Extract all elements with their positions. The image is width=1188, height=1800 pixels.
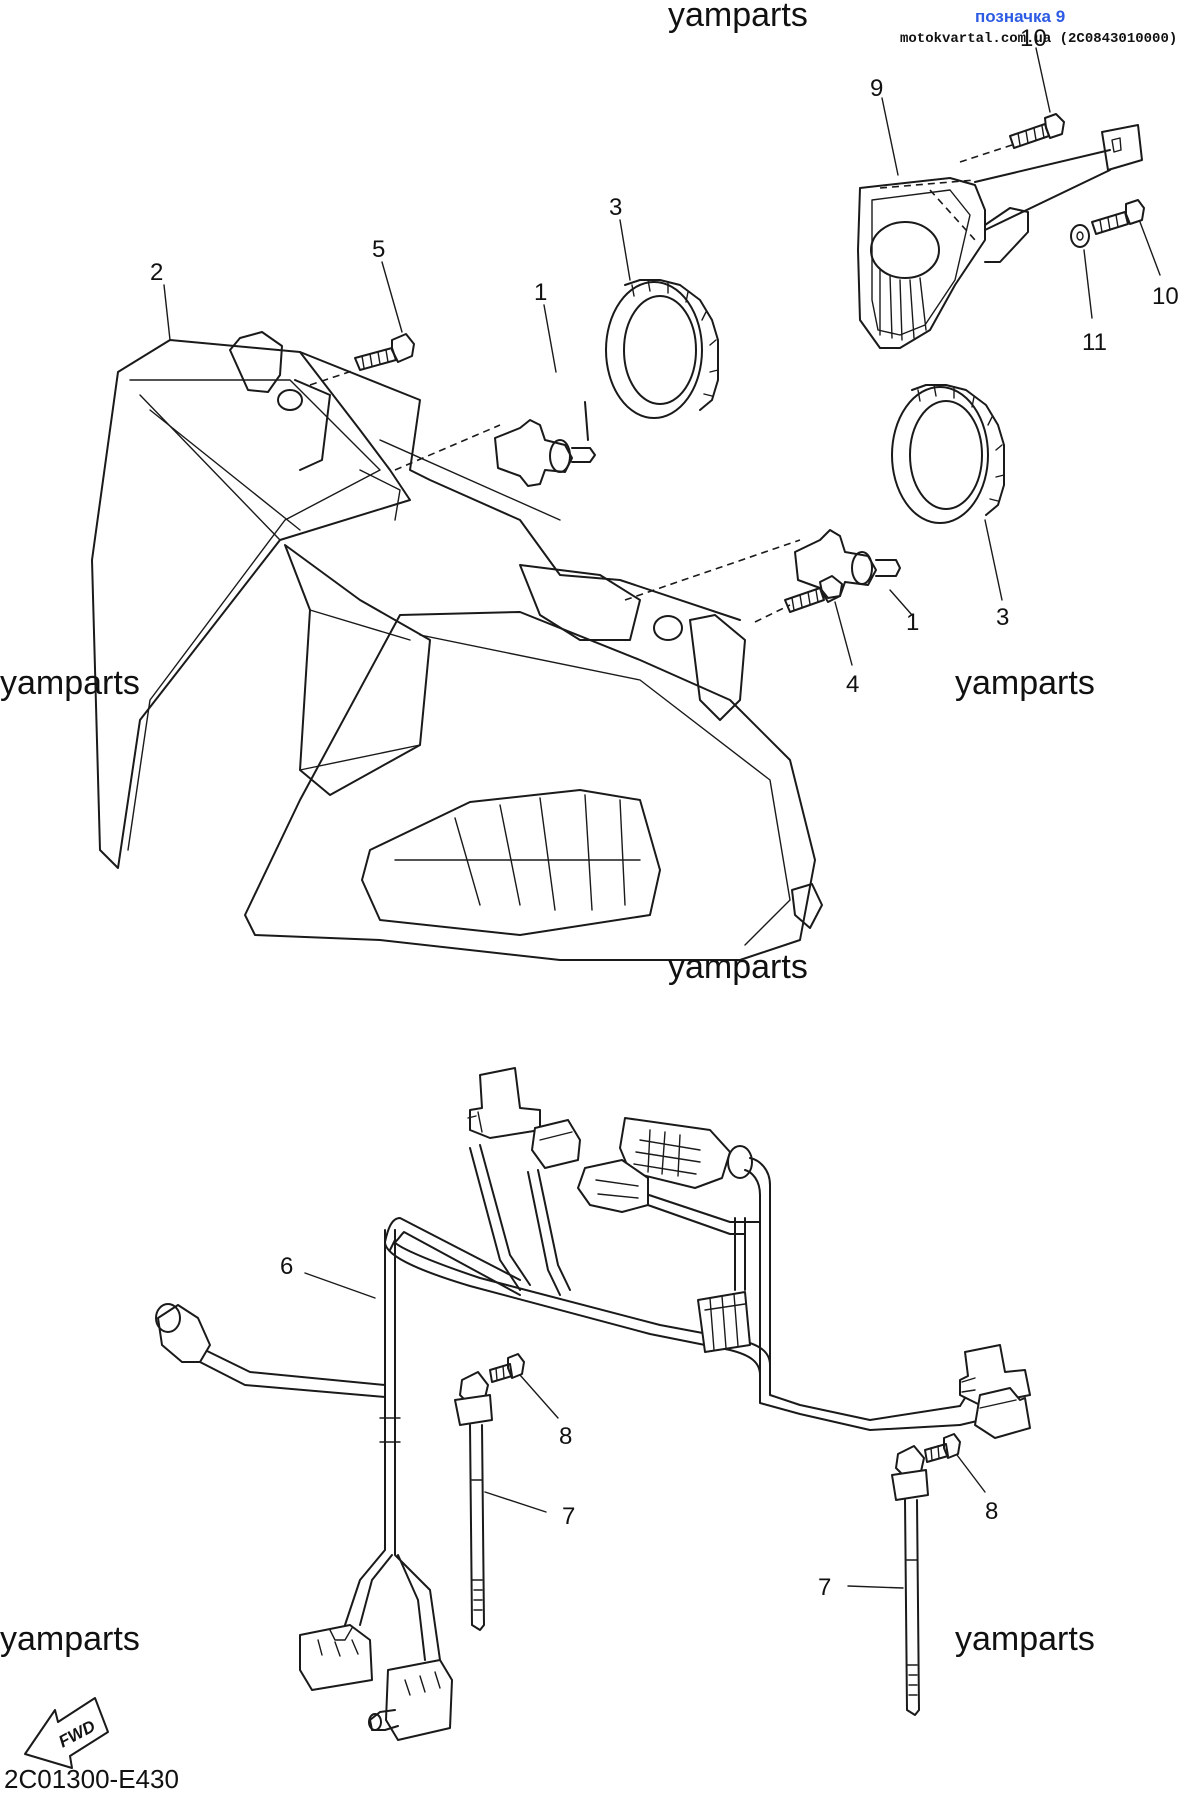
cable-tie-right <box>891 1445 929 1716</box>
bulb-retainer-lower <box>891 384 1005 524</box>
harness-connector-right-2 <box>974 1387 1031 1439</box>
watermark-mid-right: yamparts <box>955 664 1095 702</box>
bolt-upper <box>309 333 415 386</box>
harness-connector-wide <box>619 1117 753 1189</box>
bolt-clamp-left <box>489 1353 525 1383</box>
harness-connector-bottom-2 <box>368 1659 453 1741</box>
header-ref-label: позначка 9 <box>975 7 1065 26</box>
harness-connector-top-2 <box>531 1119 581 1169</box>
callout-7-left: 7 <box>562 1503 575 1530</box>
callout-11: 11 <box>1082 329 1107 356</box>
callout-3-upper: 3 <box>609 194 622 221</box>
callout-4: 4 <box>846 671 859 698</box>
harness-connector-mid <box>577 1159 649 1213</box>
wire-harness <box>199 1144 991 1661</box>
callout-8-left: 8 <box>559 1423 572 1450</box>
callout-7-right: 7 <box>818 1574 831 1601</box>
fwd-arrow-icon: FWD <box>24 1697 109 1769</box>
diagram-code: 2C01300-E430 <box>4 1764 179 1794</box>
callout-10-upper: 10 <box>1020 25 1047 52</box>
callout-10-lower: 10 <box>1152 283 1179 310</box>
bulb-upper <box>394 401 596 487</box>
bolt-position-light-upper <box>959 113 1065 163</box>
watermark-center: yamparts <box>668 948 808 986</box>
bolt-position-light-lower <box>1091 199 1145 235</box>
bolt-side <box>754 575 843 623</box>
harness-connector-bottom-1 <box>299 1624 373 1691</box>
callout-9: 9 <box>870 75 883 102</box>
callout-1-upper: 1 <box>534 279 547 306</box>
callout-1-lower: 1 <box>906 609 919 636</box>
position-light <box>857 124 1143 349</box>
bulb-retainer-upper <box>605 279 719 419</box>
callout-6: 6 <box>280 1253 293 1280</box>
callout-8-right: 8 <box>985 1498 998 1525</box>
watermark-mid-left: yamparts <box>0 664 140 702</box>
harness-connector-top-1 <box>467 1067 541 1139</box>
bulb-lower <box>624 529 901 601</box>
watermark-top: yamparts <box>668 0 808 34</box>
callout-3-lower: 3 <box>996 604 1009 631</box>
bolt-clamp-right <box>924 1433 961 1463</box>
callout-5: 5 <box>372 236 385 263</box>
watermark-bottom-left: yamparts <box>0 1620 140 1658</box>
callout-2: 2 <box>150 259 163 286</box>
header-source: motokvartal.com.ua (2C0843010000) <box>900 31 1177 47</box>
headlight-housing <box>91 331 823 961</box>
harness-bullet-connector <box>155 1303 211 1363</box>
washer <box>1070 224 1090 248</box>
watermark-bottom-right: yamparts <box>955 1620 1095 1658</box>
harness-connector-box <box>697 1291 751 1353</box>
cable-tie-left <box>454 1371 493 1631</box>
